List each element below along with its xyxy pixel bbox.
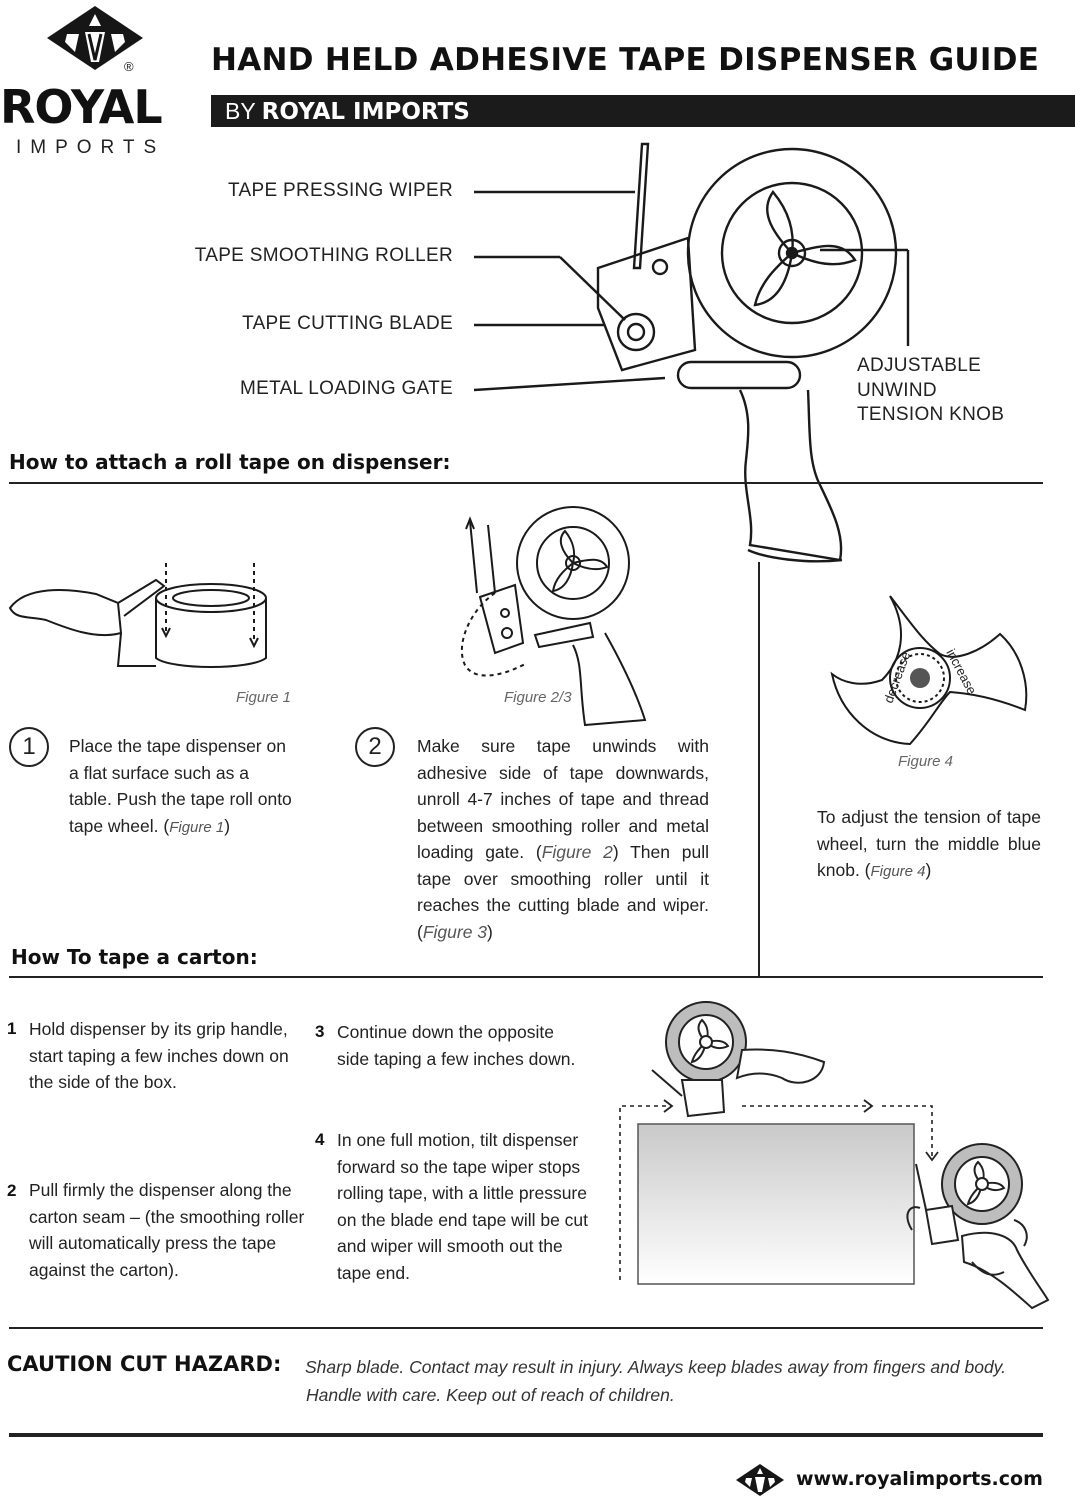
figure-1-caption: Figure 1 [236,689,292,706]
tension-figure-ref: Figure 4 [870,863,926,880]
carton-step-3-num: 3 [315,1022,325,1041]
step-2-text: Make sure tape unwinds with adhesive sid… [417,736,709,942]
main-dispenser-illustration [473,142,910,563]
section-divider-2 [9,976,1043,978]
caution-divider [9,1327,1043,1329]
footer-crown-icon [736,1464,784,1496]
step-1-circle: 1 [9,727,49,767]
vertical-divider [758,562,760,976]
step-2-figure-ref-a: Figure 2 [541,842,613,862]
carton-step-2-text: Pull firmly the dispenser along the cart… [29,1180,305,1280]
figure-2-3-caption: Figure 2/3 [504,689,572,706]
step-2-figure-ref-b: Figure 3 [422,921,488,942]
royal-crown-icon [47,6,143,70]
carton-step-4-num: 4 [315,1130,325,1149]
label-metal-loading-gate: METAL LOADING GATE [239,378,453,399]
caution-line-2: Handle with care. Keep out of reach of c… [306,1385,675,1405]
footer-divider [9,1433,1043,1437]
carton-taping-illustration [619,1001,1050,1310]
brand-sub: IMPORTS [16,137,166,158]
carton-heading: How To tape a carton: [11,945,258,969]
figure-2-3-illustration [460,506,647,727]
label-tension-knob: ADJUSTABLE UNWIND TENSION KNOB [857,355,1005,425]
carton-step-1-num: 1 [7,1019,17,1038]
tension-text: To adjust the tension of tape wheel, tur… [817,807,1041,880]
byline-name: ROYAL IMPORTS [261,99,470,125]
section-divider [9,482,1043,484]
step-2-circle: 2 [355,727,395,767]
footer-url[interactable]: www.royalimports.com [796,1468,1043,1490]
byline-bar: BY ROYAL IMPORTS [211,95,1075,127]
figure-1-illustration [8,563,267,668]
caution-heading: CAUTION CUT HAZARD: [7,1352,282,1376]
attach-heading: How to attach a roll tape on dispenser: [9,450,451,474]
figure-4-caption: Figure 4 [898,753,954,770]
step-1-text: Place the tape dispenser on a flat surfa… [69,736,292,836]
label-tape-pressing-wiper: TAPE PRESSING WIPER [228,180,453,201]
byline-prefix: BY [225,98,256,124]
carton-step-3-text: Continue down the opposite side taping a… [337,1022,576,1069]
carton-step-1-text: Hold dispenser by its grip handle, start… [29,1019,289,1092]
carton-step-4-text: In one full motion, tilt dispenser forwa… [337,1130,589,1283]
figure-4-knob-illustration: decrease increase [830,595,1028,746]
caution-line-1: Sharp blade. Contact may result in injur… [305,1357,1006,1377]
registered-mark: ® [124,59,134,74]
brand-name: ROYAL [0,80,163,134]
carton-step-2-num: 2 [7,1181,17,1200]
page-title: HAND HELD ADHESIVE TAPE DISPENSER GUIDE [211,42,1040,78]
label-tape-smoothing-roller: TAPE SMOOTHING ROLLER [194,245,453,266]
step-1-figure-ref: Figure 1 [169,818,225,836]
label-tape-cutting-blade: TAPE CUTTING BLADE [242,313,453,334]
